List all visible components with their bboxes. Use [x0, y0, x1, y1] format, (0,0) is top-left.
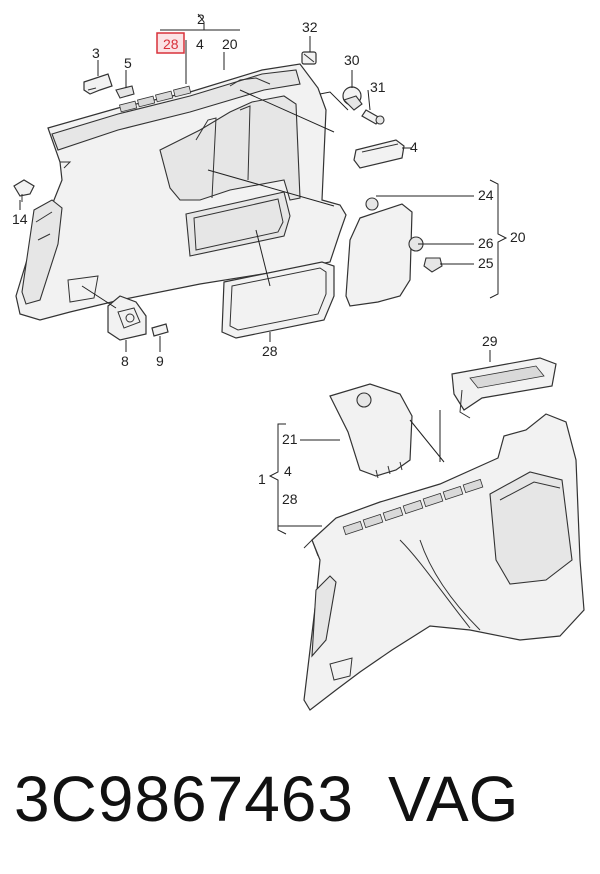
callout-8: 8 [121, 353, 129, 369]
parts-diagram: 2 28 4 20 3 5 32 30 31 4 14 24 20 26 25 … [12, 11, 585, 711]
clip-part-3 [83, 73, 113, 95]
tray-part-29 [451, 357, 557, 419]
callout-31: 31 [370, 79, 386, 95]
callout-21: 21 [282, 431, 298, 447]
callout-25: 25 [478, 255, 494, 271]
leader-lines-lower [268, 350, 491, 535]
clip-part-14 [13, 179, 35, 202]
callout-29: 29 [482, 333, 498, 349]
part-number: 3C9867463 [14, 763, 354, 835]
callout-2: 2 [197, 11, 205, 27]
leader-lines-upper [19, 13, 508, 352]
callout-20-top: 20 [222, 36, 238, 52]
cover-part-20 [345, 197, 443, 307]
nut-part-32 [301, 51, 317, 65]
callout-28-highlighted: 28 [163, 36, 179, 52]
callout-28-bottom: 28 [262, 343, 278, 359]
callout-24: 24 [478, 187, 494, 203]
callout-4-right: 4 [410, 139, 418, 155]
clip-part-5 [115, 85, 135, 99]
retainer-part-30 [342, 86, 363, 111]
callout-1: 1 [258, 471, 266, 487]
callout-28-lower: 28 [282, 491, 298, 507]
highlight-box-28 [156, 32, 185, 54]
insert-mat-part-28 [221, 261, 335, 339]
screw-part-31 [361, 109, 385, 125]
strip-part-4 [353, 139, 405, 169]
callout-14: 14 [12, 211, 28, 227]
callout-26: 26 [478, 235, 494, 251]
callout-20-right: 20 [510, 229, 526, 245]
bracket-part-8 [107, 295, 147, 341]
lower-trim-panel [303, 413, 585, 711]
callout-32: 32 [302, 19, 318, 35]
callout-30: 30 [344, 52, 360, 68]
cover-part-21 [329, 383, 413, 479]
callout-4-top: 4 [196, 36, 204, 52]
callout-3: 3 [92, 45, 100, 61]
callout-5: 5 [124, 55, 132, 71]
callout-9: 9 [156, 353, 164, 369]
screw-part-9 [151, 323, 169, 337]
upper-trim-panel [15, 63, 347, 321]
callout-4-lower: 4 [284, 463, 292, 479]
brand-label: VAG [388, 763, 519, 835]
callout-labels: 2 28 4 20 3 5 32 30 31 4 14 24 20 26 25 … [12, 11, 526, 507]
